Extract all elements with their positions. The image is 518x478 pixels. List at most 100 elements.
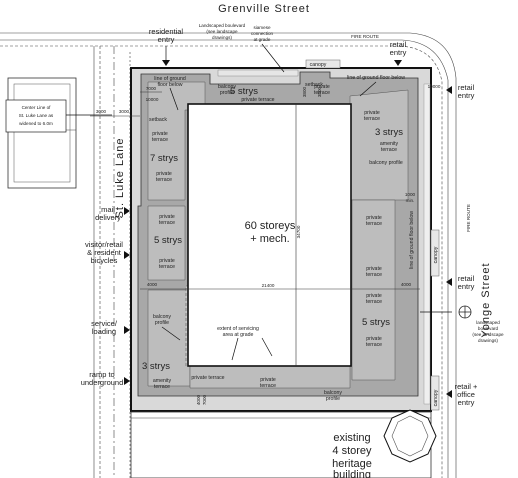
podium-height-labels: 5 strys 3 strys 7 strys 5 strys 5 strys … <box>142 86 403 372</box>
fire-route-north: FIRE ROUTE <box>351 34 379 39</box>
svg-text:visitor/retail: visitor/retail <box>85 240 123 249</box>
svg-text:4 storey: 4 storey <box>332 445 372 457</box>
svg-text:existing: existing <box>333 432 370 444</box>
svg-text:balcony: balcony <box>153 314 171 320</box>
arrow-icon <box>124 326 130 334</box>
svg-text:profile: profile <box>155 320 169 326</box>
street-yonge: Yonge Street <box>480 262 492 337</box>
top-labels: residential entry Landscaped boulevard (… <box>149 23 407 73</box>
svg-text:Center Line of: Center Line of <box>22 105 52 110</box>
svg-text:building: building <box>333 469 371 478</box>
svg-text:private terrace: private terrace <box>241 97 274 103</box>
height-west-upper: 7 strys <box>150 153 178 164</box>
svg-text:private: private <box>366 293 382 299</box>
svg-text:amenity: amenity <box>153 378 172 384</box>
street-st-luke: St. Luke Lane <box>114 138 126 219</box>
height-north-east: 3 strys <box>375 127 403 138</box>
centerline-note: Center Line of St. Luke Lane as widened … <box>5 99 112 133</box>
svg-text:retail: retail <box>458 274 475 283</box>
svg-text:terrace: terrace <box>366 221 382 227</box>
arrow-icon <box>394 60 402 66</box>
fire-route-east: FIRE ROUTE <box>466 204 471 232</box>
dim-1000: 1000 <box>405 192 416 197</box>
existing-heritage-building: existing 4 storey heritage building <box>130 409 437 478</box>
svg-text:retail: retail <box>458 83 475 92</box>
svg-text:heritage: heritage <box>332 458 372 470</box>
svg-text:terrace: terrace <box>260 383 276 389</box>
arrow-icon <box>446 390 452 398</box>
svg-text:mail: mail <box>101 205 115 214</box>
svg-text:private: private <box>156 171 172 177</box>
dim-10000-a: 10000 <box>146 97 159 102</box>
tower: 60 storeys + mech. 21400 34700 <box>140 103 420 367</box>
svg-text:balcony profile: balcony profile <box>369 160 403 166</box>
tower-storeys: 60 storeys <box>245 220 296 232</box>
dim-21400: 21400 <box>262 283 275 288</box>
arrow-icon <box>124 251 130 259</box>
svg-text:setback: setback <box>305 82 323 88</box>
svg-text:ramp to: ramp to <box>89 370 114 379</box>
svg-text:line of ground floor below: line of ground floor below <box>347 75 405 81</box>
svg-text:canopy: canopy <box>433 389 439 406</box>
dim-4000-b: 4000 <box>401 282 412 287</box>
height-west-mid: 5 strys <box>154 235 182 246</box>
retail-entry-top-label: retail <box>390 40 407 49</box>
svg-text:at grade: at grade <box>254 37 271 42</box>
svg-text:terrace: terrace <box>366 272 382 278</box>
dim-4000-c: 4000 <box>196 394 201 405</box>
svg-text:(see landscape: (see landscape <box>206 29 238 34</box>
svg-text:drawings): drawings) <box>478 338 498 343</box>
leader-lines <box>161 81 377 361</box>
svg-text:line of ground: line of ground <box>154 76 186 82</box>
svg-text:terrace: terrace <box>152 137 168 143</box>
svg-text:loading: loading <box>92 327 116 336</box>
svg-text:entry: entry <box>158 35 175 44</box>
svg-text:profile: profile <box>220 90 234 96</box>
arrow-icon <box>446 86 452 94</box>
svg-text:entry: entry <box>390 48 407 57</box>
svg-text:private: private <box>260 377 276 383</box>
svg-text:delivery: delivery <box>95 213 121 222</box>
svg-text:landscaped: landscaped <box>476 320 500 325</box>
svg-text:line of ground floor below: line of ground floor below <box>409 211 415 269</box>
svg-text:private: private <box>366 266 382 272</box>
right-labels: retail entry retail entry retail + offic… <box>420 83 504 407</box>
svg-text:office: office <box>457 390 475 399</box>
dim-10000-b: 10000 <box>428 84 441 89</box>
arrow-icon <box>124 207 130 215</box>
svg-text:entry: entry <box>458 282 475 291</box>
svg-text:terrace: terrace <box>159 264 175 270</box>
tower-mech: + mech. <box>250 233 289 245</box>
svg-text:underground: underground <box>81 378 124 387</box>
svg-text:terrace: terrace <box>314 90 330 96</box>
dim-34700: 34700 <box>296 225 301 238</box>
svg-text:retail +: retail + <box>455 382 478 391</box>
svg-text:service/: service/ <box>91 319 118 328</box>
svg-text:setback: setback <box>149 117 167 123</box>
svg-text:floor below: floor below <box>157 82 182 88</box>
arrow-icon <box>124 377 130 385</box>
svg-text:entry: entry <box>458 398 475 407</box>
plan-annotations: line of ground floor below balcony profi… <box>149 62 439 406</box>
neighbour-building-west <box>7 77 77 189</box>
svg-text:canopy: canopy <box>433 246 439 263</box>
svg-text:private: private <box>364 110 380 116</box>
dim-7000-b: 7000 <box>202 394 207 405</box>
left-labels: mail delivery visitor/retail & resident … <box>81 205 130 387</box>
svg-text:terrace: terrace <box>159 220 175 226</box>
svg-text:canopy: canopy <box>310 62 327 68</box>
svg-text:St. Luke Lane as: St. Luke Lane as <box>19 113 54 118</box>
svg-text:terrace: terrace <box>364 116 380 122</box>
svg-text:drawings): drawings) <box>212 35 232 40</box>
svg-text:private: private <box>314 84 330 90</box>
street-grenville: Grenville Street <box>218 3 310 15</box>
dim-7000: 7000 <box>146 86 157 91</box>
dim-1000-min: min. <box>406 198 415 203</box>
dimensions: 3000 3000 7000 10000 10000 3800 3800 100… <box>90 84 441 405</box>
siamese-connection-label: siamese <box>253 25 271 30</box>
svg-text:widened to 6.0m: widened to 6.0m <box>19 121 53 126</box>
dim-4000-a: 4000 <box>147 282 158 287</box>
svg-text:profile: profile <box>326 396 340 402</box>
svg-text:bicycles: bicycles <box>91 256 118 265</box>
